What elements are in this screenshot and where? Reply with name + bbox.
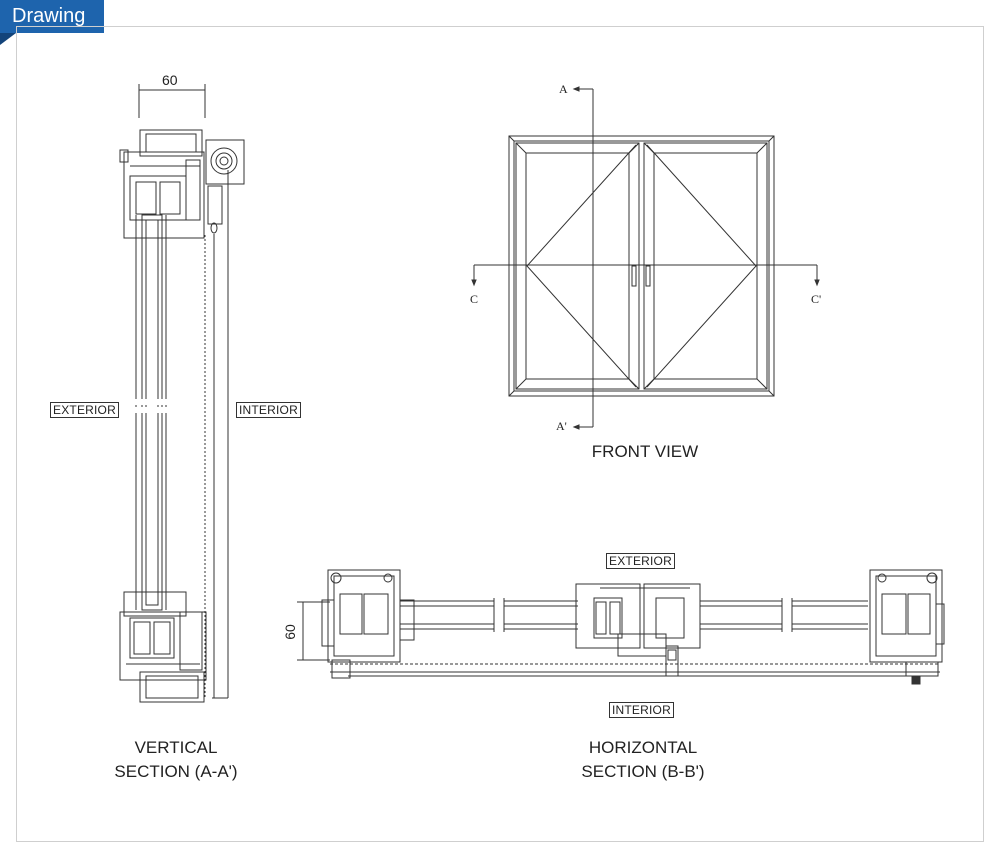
horizontal-exterior-label: EXTERIOR bbox=[606, 553, 675, 569]
tab-fold-decoration bbox=[0, 33, 16, 45]
section-marker-c: C bbox=[470, 292, 479, 306]
front-view-caption: FRONT VIEW bbox=[591, 442, 699, 461]
horizontal-dimension-label: 60 bbox=[281, 624, 298, 640]
drawing-frame bbox=[16, 26, 984, 842]
section-marker-c-prime: C' bbox=[811, 292, 822, 306]
section-marker-a-prime: A' bbox=[556, 419, 567, 433]
front-view bbox=[471, 86, 820, 430]
horizontal-caption-line1: HORIZONTAL bbox=[588, 738, 698, 757]
vertical-caption-line1: VERTICAL bbox=[134, 738, 218, 757]
vertical-dimension-label: 60 bbox=[162, 72, 178, 88]
horizontal-interior-label: INTERIOR bbox=[609, 702, 674, 718]
vertical-caption-line2: SECTION (A-A') bbox=[114, 762, 238, 781]
horizontal-section bbox=[297, 569, 945, 685]
vertical-section bbox=[119, 84, 245, 703]
drawing-tab[interactable]: Drawing bbox=[0, 0, 104, 33]
vertical-exterior-label: EXTERIOR bbox=[50, 402, 119, 418]
horizontal-caption-line2: SECTION (B-B') bbox=[581, 762, 705, 781]
section-marker-a: A bbox=[559, 82, 568, 96]
vertical-interior-label: INTERIOR bbox=[236, 402, 301, 418]
